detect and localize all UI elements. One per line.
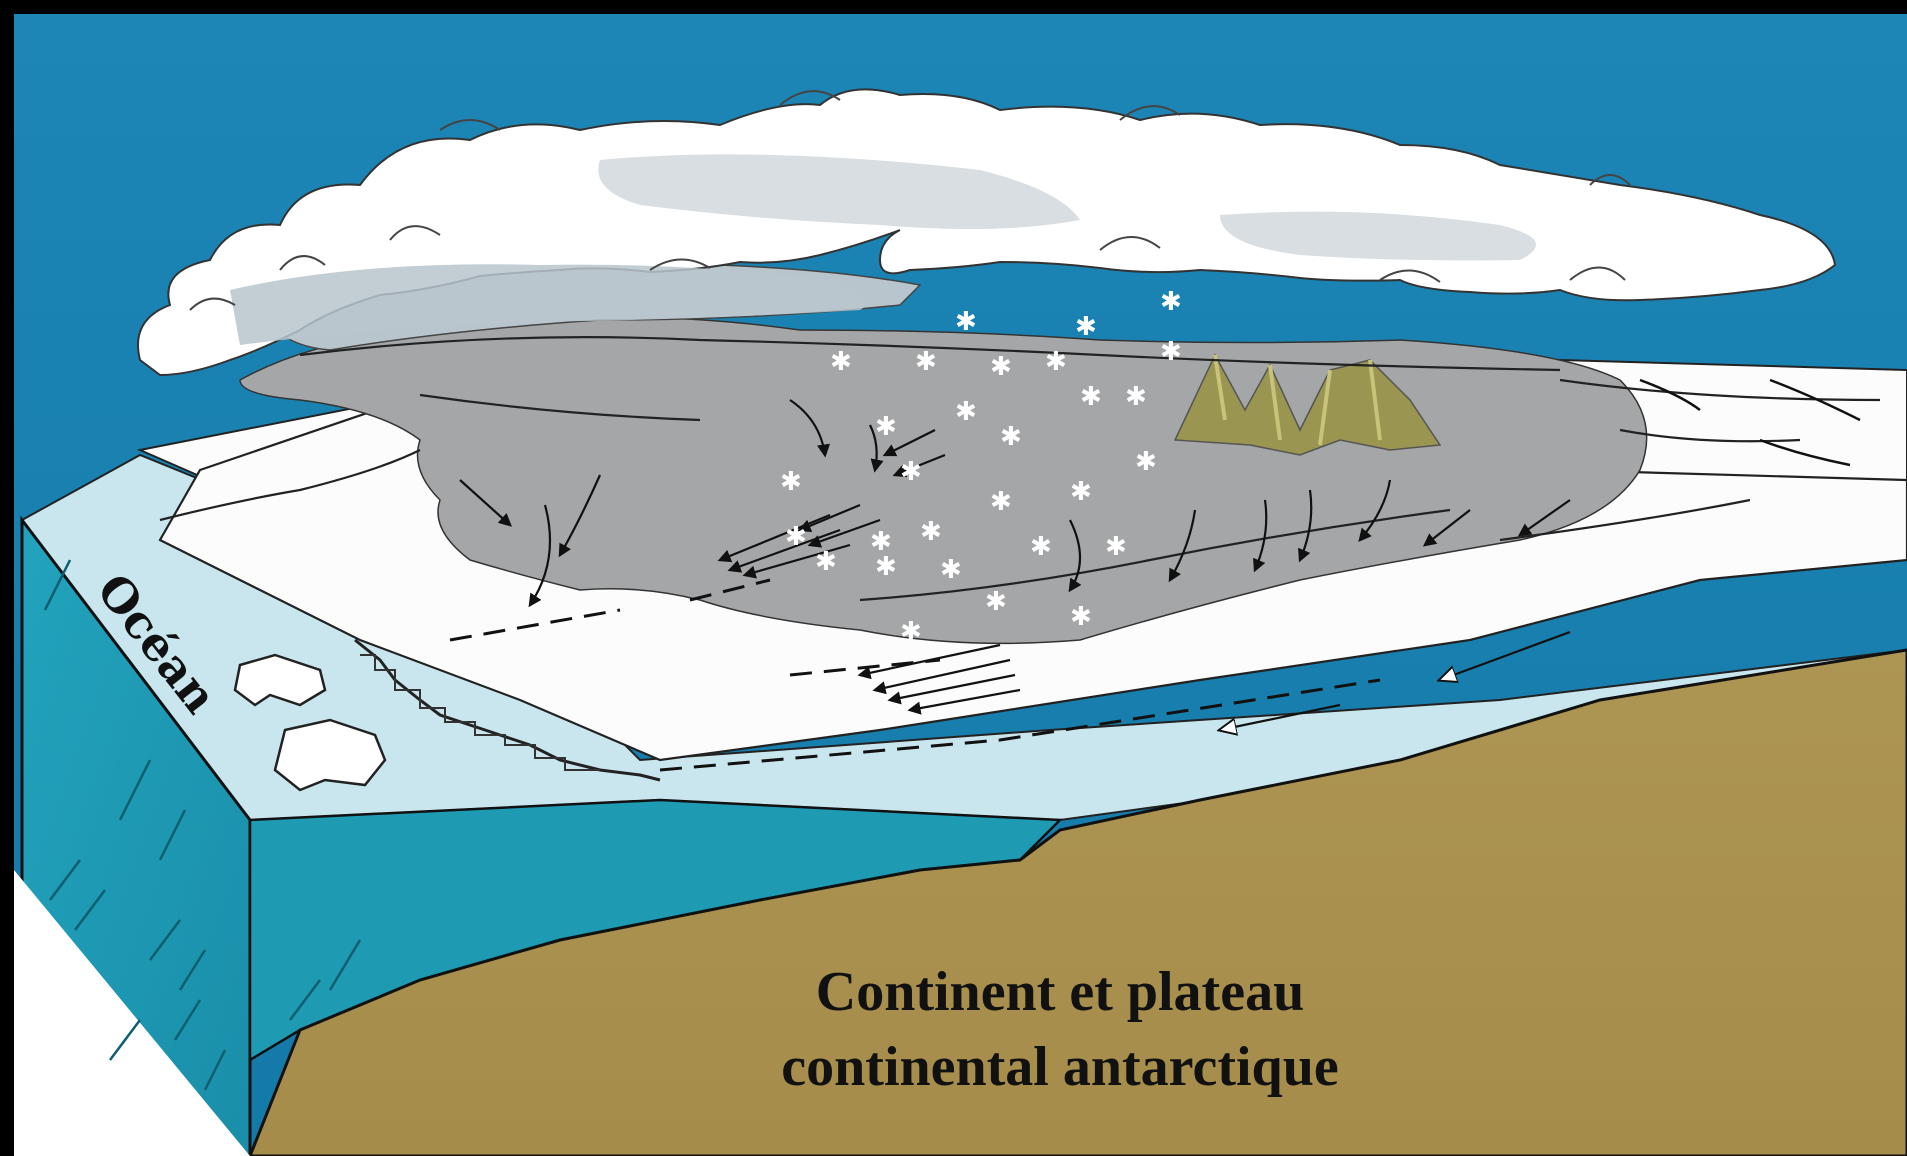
snowflake-icon: ✱ <box>1075 312 1097 342</box>
snowflake-icon: ✱ <box>1030 532 1052 562</box>
snowflake-icon: ✱ <box>900 457 922 487</box>
snowflake-icon: ✱ <box>780 467 802 497</box>
snowflake-icon: ✱ <box>785 522 807 552</box>
snowflake-icon: ✱ <box>920 517 942 547</box>
snowflake-icon: ✱ <box>1000 422 1022 452</box>
snowflake-icon: ✱ <box>985 587 1007 617</box>
snowflake-icon: ✱ <box>1105 532 1127 562</box>
snowflake-icon: ✱ <box>1070 602 1092 632</box>
snowflake-icon: ✱ <box>1045 347 1067 377</box>
snowflake-icon: ✱ <box>875 552 897 582</box>
snowflake-icon: ✱ <box>990 352 1012 382</box>
snowflake-icon: ✱ <box>1135 447 1157 477</box>
snowflake-icon: ✱ <box>955 307 977 337</box>
snowflake-icon: ✱ <box>990 487 1012 517</box>
snowflake-icon: ✱ <box>875 412 897 442</box>
snowflake-icon: ✱ <box>1125 382 1147 412</box>
snowflake-icon: ✱ <box>815 547 837 577</box>
snowflake-icon: ✱ <box>955 397 977 427</box>
snowflake-icon: ✱ <box>940 555 962 585</box>
snowflake-icon: ✱ <box>915 347 937 377</box>
snowflake-icon: ✱ <box>830 347 852 377</box>
snowflake-icon: ✱ <box>1160 337 1182 367</box>
snowflake-icon: ✱ <box>1080 382 1102 412</box>
continent-label-line1: Continent et plateau <box>816 961 1304 1023</box>
continent-label-line2: continental antarctique <box>781 1036 1338 1098</box>
snowflake-icon: ✱ <box>1070 477 1092 507</box>
snowflake-icon: ✱ <box>1160 287 1182 317</box>
snowflake-icon: ✱ <box>900 617 922 647</box>
